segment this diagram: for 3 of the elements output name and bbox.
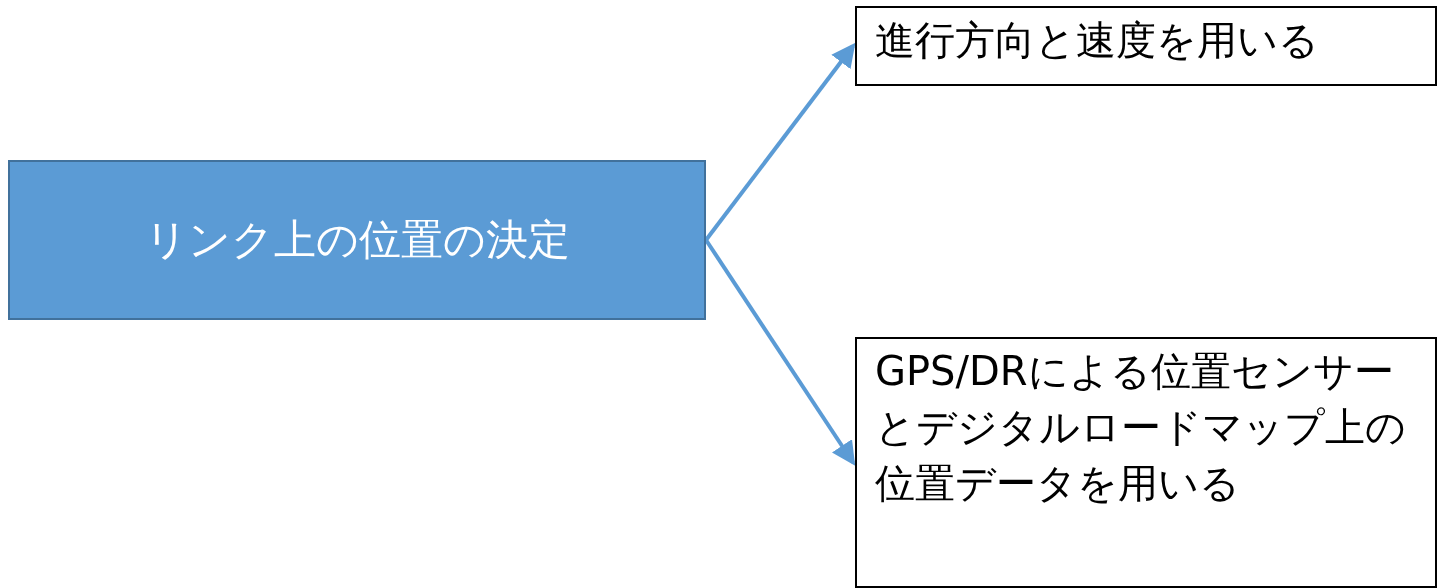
text-box: 進行方向と速度を用いる [855,6,1437,86]
process-box: リンク上の位置の決定 [8,160,706,320]
text-box: GPS/DRによる位置センサーとデジタルロードマップ上の位置データを用いる [855,337,1437,588]
